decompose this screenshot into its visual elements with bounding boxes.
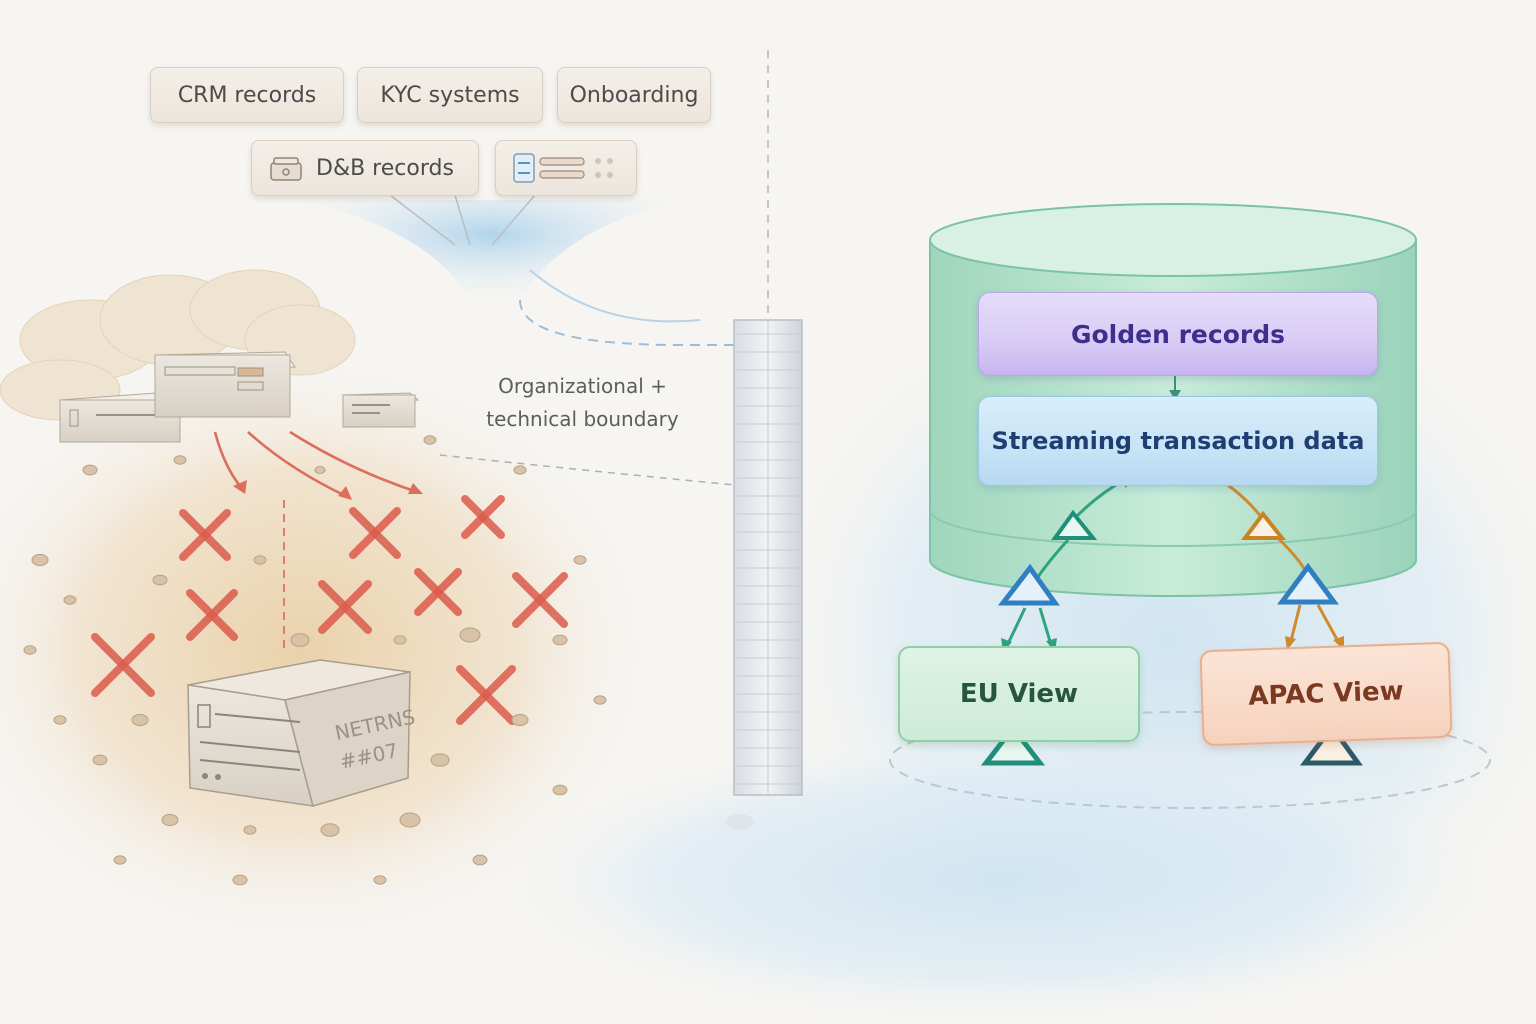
pebble	[232, 874, 248, 886]
apac-view-card: APAC View	[1199, 641, 1453, 747]
pebble	[243, 825, 257, 835]
failure-marks	[91, 495, 568, 725]
funnel	[300, 194, 735, 346]
pebble	[253, 555, 267, 565]
eu-view-card: EU View	[898, 646, 1140, 742]
source-crm-records: CRM records	[150, 67, 344, 123]
pebble	[131, 713, 149, 727]
streaming-data-label: Streaming transaction data	[991, 427, 1365, 455]
pebble	[430, 753, 450, 767]
failure-x-mark	[349, 507, 401, 559]
source-dnb-records: D&B records	[251, 140, 479, 196]
arrowheads-red	[233, 480, 423, 500]
pebble	[320, 823, 340, 837]
failure-x-mark	[179, 509, 231, 561]
eu-marker-base	[980, 723, 1046, 766]
source-kyc-systems-label: KYC systems	[380, 82, 520, 108]
pebble	[173, 455, 187, 465]
source-kyc-systems: KYC systems	[357, 67, 543, 123]
pebble	[113, 855, 127, 865]
archive-box-icon	[270, 157, 302, 181]
failure-x-mark	[512, 572, 568, 628]
golden-records-label: Golden records	[1070, 319, 1285, 349]
pebble	[161, 813, 179, 827]
pebble	[459, 627, 481, 643]
boundary-label: Organizational + technical boundary	[470, 370, 695, 436]
boundary-leader	[439, 454, 736, 486]
pebble	[152, 574, 168, 586]
source-onboarding-label: Onboarding	[569, 82, 699, 108]
golden-records-layer: Golden records	[978, 292, 1378, 376]
failure-x-mark	[186, 589, 238, 641]
pebble	[373, 875, 387, 885]
apac-view-label: APAC View	[1247, 676, 1405, 712]
pebble	[573, 555, 587, 565]
boundary-wall	[726, 319, 803, 830]
eu-marker-upper	[1051, 509, 1098, 540]
failure-x-mark	[456, 665, 516, 725]
apac-marker-lower	[1277, 562, 1339, 605]
eu-marker-lower	[997, 563, 1060, 606]
failure-x-mark	[414, 568, 462, 616]
pebble	[290, 633, 310, 647]
database-panel-icon	[513, 153, 613, 183]
pebble	[23, 645, 37, 655]
legacy-server-center	[154, 351, 296, 418]
pebble	[82, 464, 98, 476]
pebble	[53, 715, 67, 725]
failure-x-mark	[461, 495, 505, 539]
pebble	[314, 466, 326, 474]
apac-marker-upper	[1241, 510, 1287, 540]
water-wash-low	[480, 730, 1520, 1024]
source-unlabeled-system	[495, 140, 637, 196]
source-dnb-records-label: D&B records	[316, 155, 454, 181]
pebble	[552, 784, 568, 796]
pebble	[472, 854, 488, 866]
pebble	[399, 812, 421, 828]
pebble	[92, 754, 108, 766]
failure-x-mark	[318, 580, 372, 634]
pebble	[423, 435, 437, 445]
legacy-server-main: NETRNS ##07	[187, 659, 417, 807]
view-platform	[889, 711, 1491, 809]
apac-marker-base	[1300, 722, 1363, 766]
source-onboarding: Onboarding	[557, 67, 711, 123]
pebble	[63, 595, 77, 605]
streaming-data-layer: Streaming transaction data	[978, 396, 1378, 486]
legacy-server-small-right	[341, 392, 420, 428]
source-crm-records-label: CRM records	[177, 82, 317, 108]
boundary-label-line2: technical boundary	[486, 407, 679, 431]
pebble	[593, 695, 607, 705]
failure-x-mark	[91, 633, 155, 697]
pebbles	[23, 435, 607, 886]
pebble	[552, 634, 568, 646]
boundary-label-line1: Organizational +	[498, 374, 667, 398]
eu-view-label: EU View	[959, 679, 1079, 709]
pebble	[31, 553, 49, 567]
pebble	[511, 713, 529, 727]
pebble	[513, 465, 527, 475]
pebble	[393, 635, 407, 645]
